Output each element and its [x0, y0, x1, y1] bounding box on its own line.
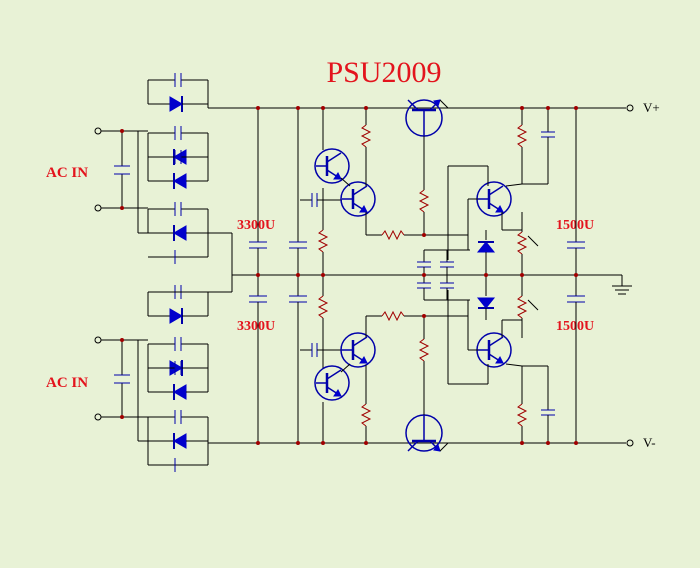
bridge-rectifier-bottom — [137, 275, 233, 472]
schematic-title: PSU2009 — [326, 56, 441, 89]
rails — [208, 104, 634, 447]
cap-right-top-label: 1500U — [556, 218, 594, 233]
ground-icon — [612, 275, 632, 295]
filter-capacitors — [249, 108, 585, 443]
cap-right-bottom-label: 1500U — [556, 319, 594, 334]
transistor-q1-icon — [313, 147, 351, 185]
transistor-q5-icon — [475, 180, 513, 218]
control-wiring — [340, 99, 522, 452]
transistor-q4-icon — [313, 364, 351, 402]
junction-dots — [120, 106, 578, 445]
transistor-q2-icon — [339, 180, 377, 218]
bias-resistors-left — [300, 108, 342, 443]
transistor-q6-icon — [475, 331, 513, 369]
pass-transistor-top-icon — [405, 99, 443, 137]
cap-left-bottom-label: 3300U — [237, 319, 275, 334]
bridge-rectifier-top — [137, 72, 233, 275]
v-plus-label: V+ — [643, 100, 660, 115]
pass-transistor-bottom-icon — [405, 414, 443, 452]
ac-in-bottom-terminals — [94, 336, 138, 421]
ac-in-top-terminals — [94, 127, 138, 212]
v-minus-label: V- — [643, 435, 656, 450]
output-network — [505, 108, 555, 443]
ac-in-top-label: AC IN — [46, 165, 88, 181]
transistor-q3-icon — [339, 331, 377, 369]
ac-in-bottom-label: AC IN — [46, 375, 88, 391]
cap-left-top-label: 3300U — [237, 218, 275, 233]
